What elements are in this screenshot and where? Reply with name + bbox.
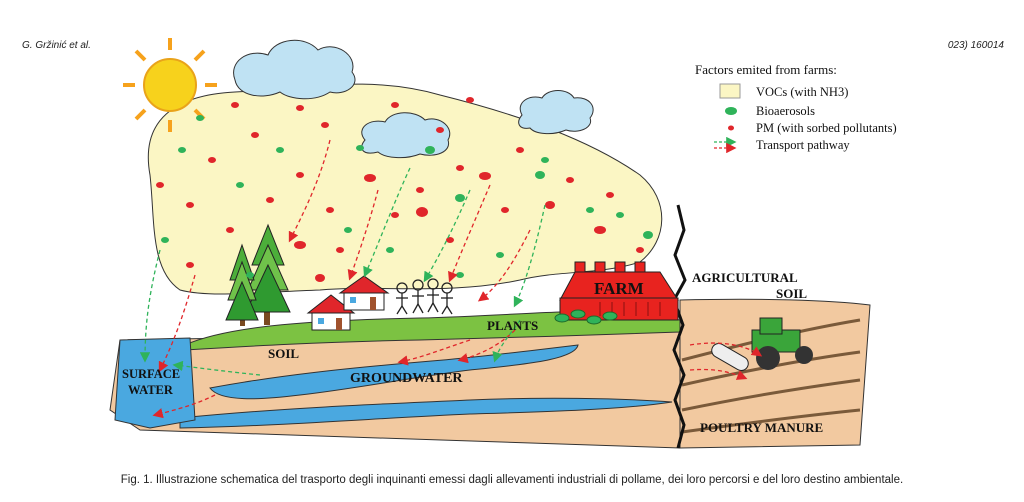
figure-caption: Fig. 1. Illustrazione schematica del tra… (120, 474, 904, 486)
manure-spreader-icon (711, 343, 749, 371)
cloud-icon (518, 90, 594, 135)
legend: Factors emited from farms: VOCs (with NH… (695, 62, 897, 154)
tree-icon (225, 243, 259, 326)
legend-voc-swatch (719, 83, 741, 99)
people-icon (396, 278, 453, 315)
surface-water (114, 337, 196, 429)
surface-water-label-2: WATER (128, 383, 174, 397)
house-icon (306, 294, 356, 331)
agricultural-soil-label-2: SOIL (776, 286, 807, 301)
pm-particles (156, 97, 644, 282)
plants-label: PLANTS (487, 318, 538, 333)
groundwater (209, 344, 579, 400)
surface-water-label: SURFACE (122, 367, 180, 381)
poultry-manure-label: POULTRY MANURE (700, 420, 823, 435)
legend-transport-swatch (714, 136, 737, 154)
tractor-icon (751, 317, 813, 370)
agricultural-soil (679, 298, 871, 449)
legend-item-voc: VOCs (with NH3) (756, 85, 848, 99)
agricultural-soil-label: AGRICULTURAL (692, 270, 798, 285)
legend-pm-swatch (728, 125, 734, 131)
divider-line (672, 204, 687, 449)
soil-label: SOIL (268, 346, 299, 361)
plants-icon (554, 309, 618, 325)
sun-icon (123, 38, 217, 132)
farm-building (559, 261, 679, 321)
legend-title: Factors emited from farms: (695, 62, 837, 77)
groundwater-lower (179, 397, 673, 429)
pollutant-transport-diagram: FARM PLANTS SOIL GROUNDWATER SURFACE WAT… (109, 38, 897, 449)
cloud-icon (233, 39, 356, 100)
bioaerosol-particles (161, 115, 653, 278)
house-icon (338, 275, 390, 311)
tree-icon (245, 223, 291, 325)
article-page-header: 023) 160014 (947, 40, 1004, 51)
legend-item-bioaerosols: Bioaerosols (756, 104, 815, 118)
legend-item-transport: Transport pathway (756, 138, 850, 152)
groundwater-label: GROUNDWATER (350, 371, 463, 386)
cloud-icon (361, 112, 451, 159)
article-author-header: G. Gržinić et al. (22, 40, 91, 51)
farm-label: FARM (594, 279, 644, 298)
transport-arrows (139, 139, 763, 419)
legend-bioaerosol-swatch (725, 107, 737, 115)
legend-item-pm: PM (with sorbed pollutants) (756, 121, 897, 135)
